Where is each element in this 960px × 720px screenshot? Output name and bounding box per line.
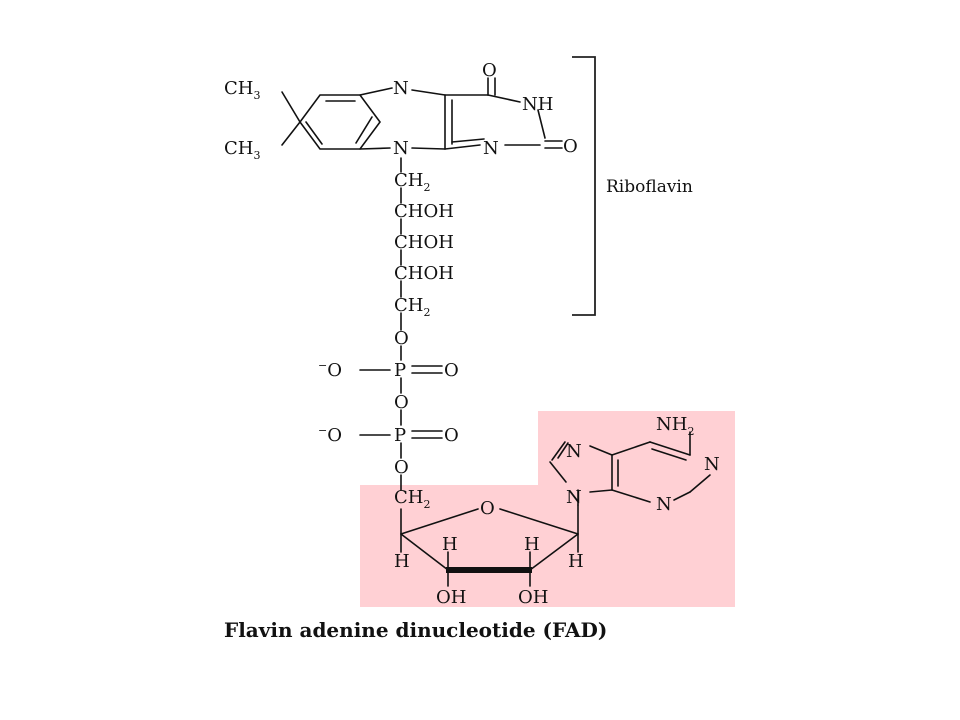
atom-o2: O [563, 136, 578, 157]
atom-n10: N [393, 138, 409, 159]
ribose-h-c1: H [568, 551, 584, 572]
phosphorus-2: P [394, 425, 406, 446]
phosphoryl-o-1: O [444, 360, 459, 381]
ribose-ring [400, 504, 579, 587]
ribose-oh-3: OH [436, 587, 466, 608]
bridge-o-2: O [394, 392, 409, 413]
ribityl-choh-3: CHOH [394, 263, 454, 284]
adenine-n7: N [566, 441, 582, 462]
ribose-oh-2: OH [518, 587, 548, 608]
riboflavin-label: Riboflavin [606, 177, 693, 197]
adenine-ring [549, 431, 711, 506]
diagram-caption: Flavin adenine dinucleotide (FAD) [224, 618, 607, 642]
ribose-h-c2: H [524, 534, 540, 555]
ribityl-ch2-bottom: CH2 [394, 295, 430, 319]
bridge-o-1: O [394, 328, 409, 349]
methyl-top: CH3 [224, 78, 260, 102]
adenosine-highlight [360, 411, 735, 607]
atom-o4: O [482, 60, 497, 81]
adenine-n1: N [704, 454, 720, 475]
atom-n1: N [483, 138, 499, 159]
ribityl-choh-2: CHOH [394, 232, 454, 253]
phosphorus-1: P [394, 360, 406, 381]
atom-n5: N [393, 78, 409, 99]
adenine-nh2: NH2 [656, 414, 694, 438]
methyl-bottom: CH3 [224, 138, 260, 162]
adenine-n3: N [656, 494, 672, 515]
ribose-h-c4: H [394, 551, 410, 572]
ribityl-ch2-top: CH2 [394, 170, 430, 194]
atom-n3-h: NH [522, 94, 553, 115]
isoalloxazine-ring [281, 77, 563, 150]
phosphoryl-o-2: O [444, 425, 459, 446]
bridge-o-3: O [394, 457, 409, 478]
ribose-ring-o: O [480, 498, 495, 519]
ribose-h-c3: H [442, 534, 458, 555]
anionic-o-1: −O [318, 359, 342, 381]
ribose-ch2: CH2 [394, 487, 430, 511]
anionic-o-2: −O [318, 424, 342, 446]
diphosphate [359, 345, 443, 491]
adenine-n9: N [566, 487, 582, 508]
riboflavin-bracket [572, 56, 596, 316]
ribityl-choh-1: CHOH [394, 201, 454, 222]
